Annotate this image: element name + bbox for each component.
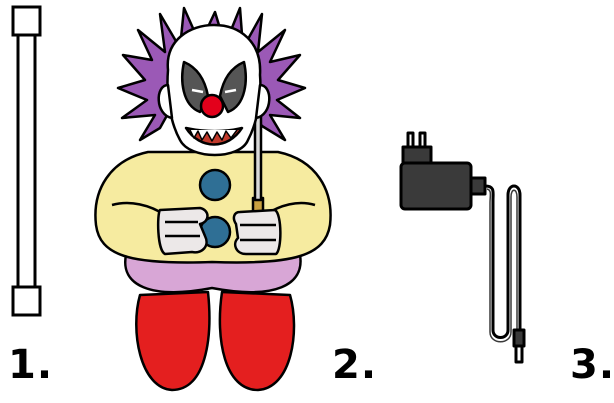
item-number-3: 3. bbox=[570, 342, 614, 388]
clown-figure-icon bbox=[94, 6, 332, 392]
clown-right-ear bbox=[254, 83, 271, 120]
power-adapter-icon bbox=[399, 131, 526, 364]
clown-pants bbox=[124, 253, 302, 294]
clown-left-glove bbox=[156, 206, 209, 256]
clown-nose bbox=[199, 93, 225, 119]
item-number-2: 2. bbox=[332, 342, 378, 388]
adapter-plug-cap bbox=[401, 145, 433, 165]
clown-button-top bbox=[198, 168, 232, 202]
clown-right-shoe bbox=[218, 290, 296, 392]
tube-icon bbox=[11, 5, 42, 317]
clown-knife-blade bbox=[253, 110, 263, 202]
item-number-1: 1. bbox=[8, 342, 54, 388]
adapter-body bbox=[399, 161, 473, 211]
adapter-connector bbox=[512, 328, 526, 348]
clown-left-shoe bbox=[135, 290, 211, 392]
clown-right-glove bbox=[232, 208, 282, 256]
adapter-connector-tip bbox=[514, 344, 524, 364]
clown-left-ear bbox=[157, 83, 174, 120]
adapter-strain-relief bbox=[469, 176, 487, 196]
adapter-cable bbox=[484, 184, 522, 339]
